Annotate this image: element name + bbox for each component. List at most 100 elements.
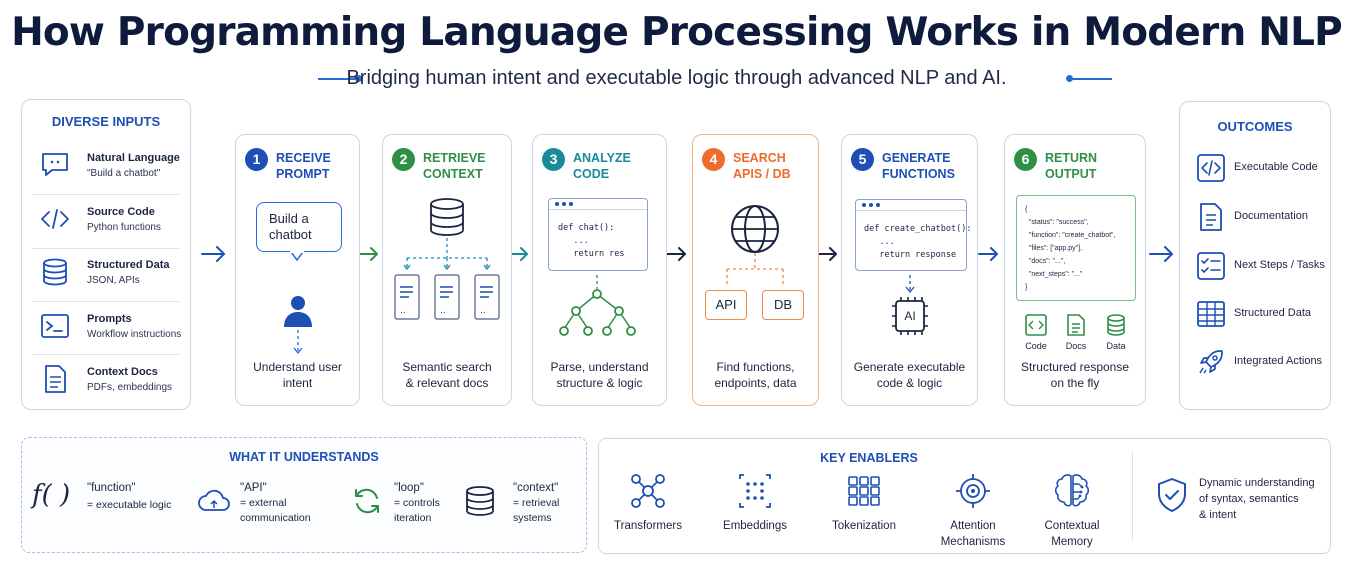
caption-line: Parse, understand <box>550 360 649 374</box>
understand-desc: = external <box>240 497 287 509</box>
stage-title: RECEIVE PROMPT <box>276 150 331 182</box>
json-line: "docs": "...", <box>1025 258 1066 265</box>
search-diagram <box>726 205 784 285</box>
code-line: def create_chatbot(): <box>864 224 972 234</box>
stage-generate-functions: 5 GENERATE FUNCTIONS def create_chatbot(… <box>841 134 978 406</box>
stage-title-line: CONTEXT <box>423 167 483 181</box>
shield-check-icon <box>1158 478 1186 512</box>
input-desc: JSON, APIs <box>87 275 140 286</box>
enablers-panel: KEY ENABLERS Transformers Embeddings Tok… <box>598 438 1331 554</box>
terminal-icon <box>41 314 69 338</box>
caption-line: & relevant docs <box>405 376 489 390</box>
syntax-tree-icon <box>559 275 636 336</box>
api-tag: API <box>705 290 747 320</box>
flow-arrow <box>666 247 686 261</box>
stage-number: 3 <box>542 148 565 171</box>
stage-search-apis-db: 4 SEARCH APIS / DB API DB Find functions… <box>692 134 819 406</box>
code-file-icon <box>1025 314 1047 336</box>
stage-title-line: RETRIEVE <box>423 151 486 165</box>
flow-arrow <box>817 247 837 261</box>
stage-title: SEARCH APIS / DB <box>733 150 791 182</box>
table-icon <box>1197 301 1225 327</box>
divider <box>32 194 180 195</box>
retrieval-diagram: .. .. .. <box>394 198 500 320</box>
output-label: Data <box>1106 341 1126 351</box>
stage-title-line: PROMPT <box>276 167 330 181</box>
outcome-structured-data: Structured Data <box>1194 297 1334 331</box>
divider <box>32 354 180 355</box>
understand-api: "API" = external communication <box>197 478 327 528</box>
understands-header: WHAT IT UNDERSTANDS <box>229 450 379 464</box>
stage-title-line: GENERATE <box>882 151 951 165</box>
user-icon <box>284 296 312 327</box>
outcome-next-steps: Next Steps / Tasks <box>1194 249 1334 283</box>
dynamic-line: Dynamic understanding <box>1199 477 1315 489</box>
subtitle-dot-left <box>355 75 362 82</box>
network-icon <box>631 474 665 508</box>
stage-number: 4 <box>702 148 725 171</box>
input-desc: "Build a chatbot" <box>87 168 161 179</box>
json-line: "function": "create_chatbot", <box>1025 232 1116 239</box>
understand-context: "context" = retrieval systems <box>463 478 578 528</box>
stage-title-line: RECEIVE <box>276 151 331 165</box>
stage-title: RETURN OUTPUT <box>1045 150 1097 182</box>
input-structured-data: Structured Data JSON, APIs <box>32 249 182 302</box>
ai-chip-diagram <box>892 275 928 335</box>
stage-number: 2 <box>392 148 415 171</box>
page-title: How Programming Language Processing Work… <box>11 10 1343 55</box>
json-line: "status": "success", <box>1025 219 1089 226</box>
divider <box>32 248 180 249</box>
json-line: "next_steps": "..." <box>1025 271 1083 278</box>
document-icon <box>45 365 66 393</box>
input-prompts: Prompts Workflow instructions <box>32 303 182 356</box>
stage-number: 6 <box>1014 148 1037 171</box>
stage-title-line: OUTPUT <box>1045 167 1097 181</box>
cloud-api-icon <box>198 489 230 511</box>
enabler-label: Tokenization <box>832 520 896 532</box>
flow-arrow <box>1149 246 1173 262</box>
enabler-label: Attention <box>950 520 996 532</box>
understand-desc: communication <box>240 512 311 524</box>
flow-arrow <box>201 246 225 262</box>
caption-line: Understand user <box>253 360 342 374</box>
stage-caption: Generate executable code & logic <box>842 359 977 391</box>
enabler-label: Embeddings <box>723 520 787 532</box>
caption-line: on the fly <box>1050 376 1100 390</box>
doc-file-icon <box>1067 314 1085 336</box>
stage-receive-prompt: 1 RECEIVE PROMPT Build a chatbot Underst… <box>235 134 360 406</box>
stage-caption: Parse, understand structure & logic <box>533 359 666 391</box>
data-db-icon <box>1107 314 1125 336</box>
output-label: Code <box>1025 341 1047 351</box>
code-window: def create_chatbot(): ... return respons… <box>855 199 971 271</box>
code-brackets-icon <box>41 209 69 229</box>
svg-text:..: .. <box>400 306 406 316</box>
understand-term: "loop" <box>394 482 424 494</box>
divider <box>1132 451 1133 541</box>
input-desc: PDFs, embeddings <box>87 382 173 393</box>
caption-line: structure & logic <box>556 376 643 390</box>
understands-panel: WHAT IT UNDERSTANDS f( ) "function" = ex… <box>21 437 587 553</box>
input-desc: Python functions <box>87 222 161 233</box>
input-title: Natural Language <box>87 152 180 164</box>
inputs-header: DIVERSE INPUTS <box>51 114 161 129</box>
stage-caption: Find functions, endpoints, data <box>693 359 818 391</box>
grid-icon <box>848 476 880 506</box>
db-tag: DB <box>762 290 804 320</box>
outcome-label: Documentation <box>1234 210 1308 222</box>
outcomes-panel: OUTCOMES Executable Code Documentation N… <box>1179 101 1331 410</box>
stage-title: ANALYZE CODE <box>573 150 631 182</box>
understand-desc: systems <box>513 512 552 524</box>
ai-chip-icon <box>892 297 928 335</box>
input-context-docs: Context Docs PDFs, embeddings <box>32 356 182 409</box>
subtitle-dot-right <box>1066 75 1073 82</box>
user-diagram <box>284 250 312 355</box>
flow-arrow <box>358 247 378 261</box>
caption-line: code & logic <box>876 376 943 390</box>
brain-icon <box>1054 474 1090 507</box>
understand-term: "function" <box>87 482 136 494</box>
input-title: Source Code <box>87 206 155 218</box>
stage-title-line: SEARCH <box>733 151 786 165</box>
code-window: def chat(): ... return res <box>548 198 648 271</box>
code-line: def chat(): <box>558 223 615 233</box>
document-icon: .. <box>434 274 460 320</box>
